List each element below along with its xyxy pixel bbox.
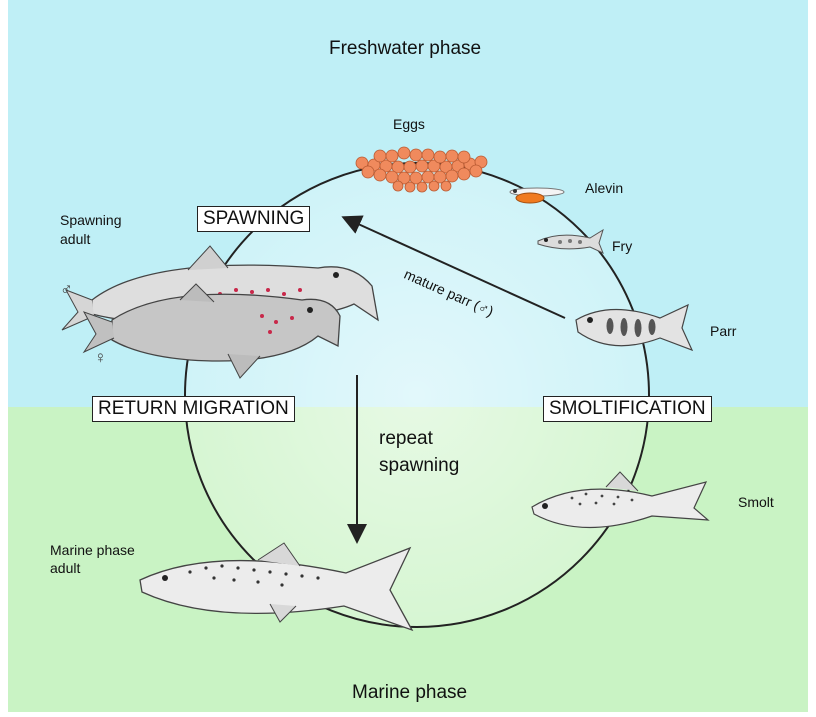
alevin-label: Alevin xyxy=(585,180,623,196)
freshwater-phase-label: Freshwater phase xyxy=(329,38,481,60)
return-migration-box: RETURN MIGRATION xyxy=(92,396,295,422)
parr-label: Parr xyxy=(710,323,736,339)
smolt-label: Smolt xyxy=(738,494,774,510)
spawning-adult-label: Spawning adult xyxy=(60,211,122,249)
male-symbol: ♂ xyxy=(60,280,73,300)
eggs-label: Eggs xyxy=(393,116,425,132)
spawning-box: SPAWNING xyxy=(197,206,310,232)
marine-adult-label: Marine phase adult xyxy=(50,541,135,577)
marine-phase-label: Marine phase xyxy=(352,682,467,704)
life-cycle-circle xyxy=(185,163,649,627)
smoltification-box: SMOLTIFICATION xyxy=(543,396,712,422)
repeat-spawning-label: repeat spawning xyxy=(379,425,459,479)
female-symbol: ♀ xyxy=(94,348,107,368)
fry-label: Fry xyxy=(612,238,632,254)
